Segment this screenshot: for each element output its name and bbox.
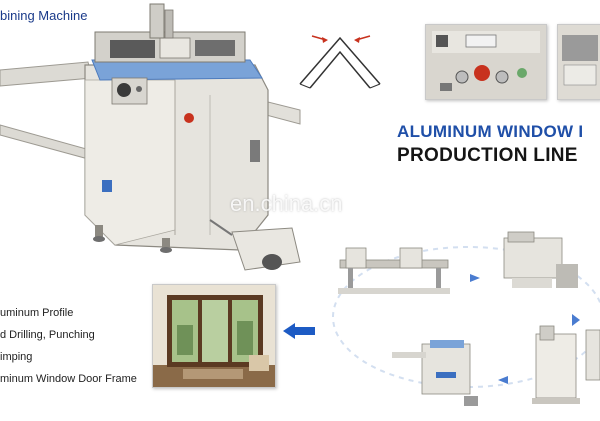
process-steps-list: uminum Profile d Drilling, Punching impi…	[0, 306, 137, 394]
corner-crimping-machine-image	[0, 3, 301, 271]
punching-machine	[532, 325, 580, 404]
double-head-saw-machine	[338, 247, 450, 294]
miter-corner-diagram	[299, 35, 381, 89]
flow-arrows	[470, 274, 580, 384]
end-milling-machine	[503, 231, 578, 288]
process-step: imping	[0, 351, 33, 363]
control-panel-photo	[425, 24, 547, 100]
production-line-headline: ALUMINUM WINDOW I	[397, 122, 584, 141]
page-title: bining Machine	[0, 8, 88, 23]
blue-arrow-icon	[283, 323, 315, 339]
process-step: minum Window Door Frame	[0, 373, 137, 385]
production-line-loop-diagram	[332, 231, 600, 406]
crimping-machine	[392, 340, 478, 406]
machine-detail-photo	[557, 24, 600, 100]
production-line-subheadline: PRODUCTION LINE	[397, 145, 578, 166]
window-door-frame-photo	[152, 284, 276, 388]
copy-router-machine	[585, 329, 600, 381]
watermark: en.china.cn	[230, 191, 343, 216]
process-step: uminum Profile	[0, 307, 74, 319]
process-step: d Drilling, Punching	[0, 329, 95, 341]
